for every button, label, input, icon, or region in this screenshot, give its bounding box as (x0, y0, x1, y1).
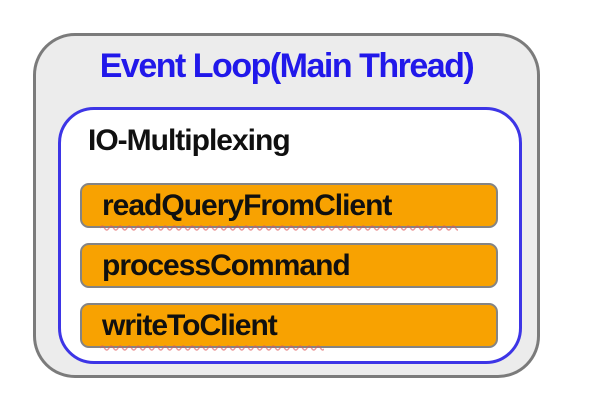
step-label: writeToClient (102, 308, 278, 342)
event-loop-title: Event Loop(Main Thread) (99, 47, 475, 85)
spellcheck-squiggle-icon (100, 225, 458, 231)
step-label: readQueryFromClient (102, 188, 392, 222)
event-loop-box: Event Loop(Main Thread) IO-Multiplexing … (33, 33, 540, 378)
step-process-command: processCommand (80, 243, 498, 288)
spellcheck-squiggle-icon (100, 345, 324, 351)
step-label: processCommand (102, 248, 351, 282)
step-read-query-from-client: readQueryFromClient (80, 183, 498, 231)
io-multiplexing-label: IO-Multiplexing (88, 124, 291, 157)
io-multiplexing-box: IO-Multiplexing readQueryFromClient proc… (58, 107, 522, 364)
step-write-to-client: writeToClient (80, 303, 498, 351)
